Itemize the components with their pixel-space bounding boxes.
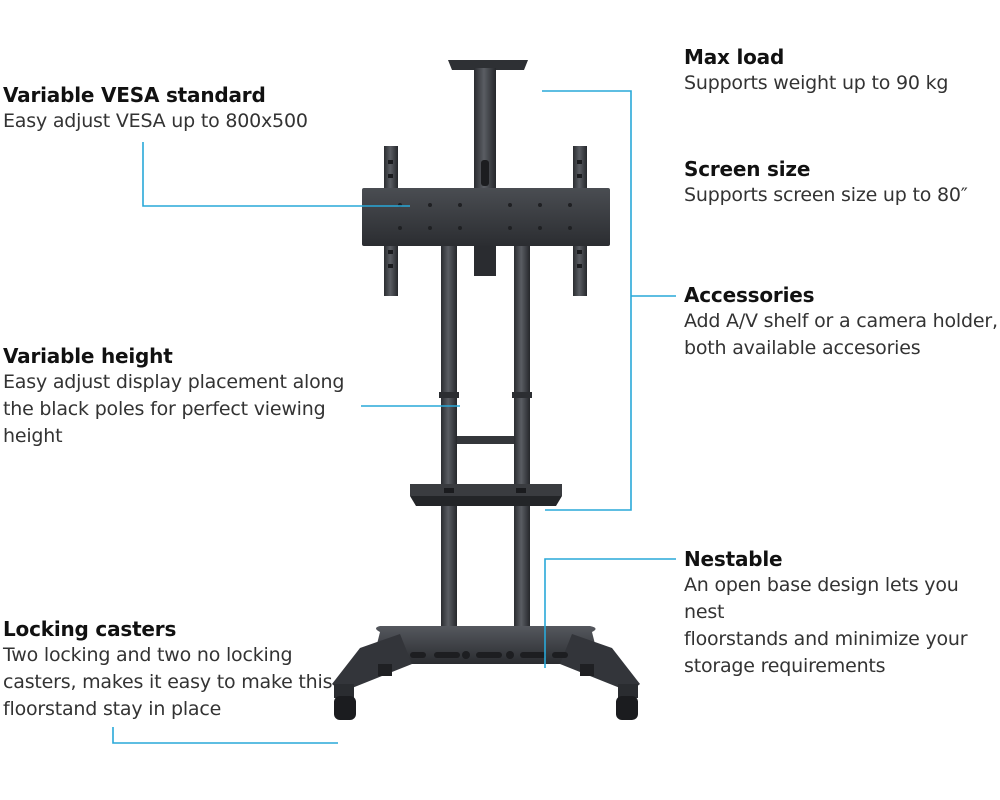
callout-nestable: Nestable An open base design lets you ne… xyxy=(684,546,1000,680)
callout-accessories: Accessories Add A/V shelf or a camera ho… xyxy=(684,282,998,362)
callout-vesa: Variable VESA standard Easy adjust VESA … xyxy=(3,82,308,135)
callout-accessories-title: Accessories xyxy=(684,283,815,307)
callout-screen-title: Screen size xyxy=(684,157,811,181)
leader-maxload xyxy=(542,90,632,511)
callout-vesa-title: Variable VESA standard xyxy=(3,83,266,107)
callout-height-title: Variable height xyxy=(3,344,173,368)
callout-casters-title: Locking casters xyxy=(3,617,177,641)
callout-height: Variable height Easy adjust display plac… xyxy=(3,343,344,450)
av-shelf xyxy=(410,484,562,506)
callout-screen-desc: Supports screen size up to 80″ xyxy=(684,184,968,206)
mounting-plate xyxy=(362,188,610,276)
callout-maxload: Max load Supports weight up to 90 kg xyxy=(684,44,948,97)
callout-accessories-desc: Add A/V shelf or a camera holder, both a… xyxy=(684,310,998,359)
caster-wheels xyxy=(334,664,638,720)
leader-vesa xyxy=(142,142,410,207)
leader-casters xyxy=(112,727,338,744)
leader-nestable xyxy=(544,558,676,668)
open-base xyxy=(332,626,640,692)
camera-holder xyxy=(448,60,528,190)
callout-nestable-title: Nestable xyxy=(684,547,783,571)
callout-nestable-desc: An open base design lets you nest floors… xyxy=(684,574,968,677)
callout-screen: Screen size Supports screen size up to 8… xyxy=(684,156,968,209)
callout-height-desc: Easy adjust display placement along the … xyxy=(3,371,345,447)
callout-casters: Locking casters Two locking and two no l… xyxy=(3,616,332,723)
vertical-poles xyxy=(439,246,532,636)
callout-casters-desc: Two locking and two no locking casters, … xyxy=(3,644,333,720)
callout-leader-lines xyxy=(112,90,676,744)
callout-maxload-title: Max load xyxy=(684,45,785,69)
callout-maxload-desc: Supports weight up to 90 kg xyxy=(684,72,949,94)
callout-vesa-desc: Easy adjust VESA up to 800x500 xyxy=(3,110,308,132)
